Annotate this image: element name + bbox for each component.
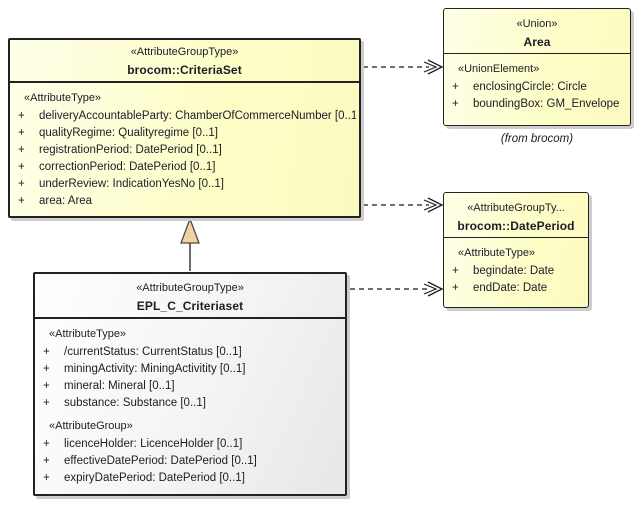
attribute-row: + endDate: Date [449,280,585,297]
visibility-plus: + [18,127,25,139]
attribute-row: + boundingBox: GM_Envelope [449,96,627,113]
attribute-text: expiryDatePeriod: DatePeriod [0..1] [64,472,245,484]
class-box-criteriaset[interactable]: «AttributeGroupType» brocom::CriteriaSet… [8,38,361,218]
visibility-plus: + [18,161,25,173]
section-label: «AttributeType» [49,328,127,340]
class-attributes-compartment: «AttributeType» + /currentStatus: Curren… [35,319,345,490]
class-name: Area [523,35,551,49]
dependency-arrow-criteriaset-area[interactable] [363,59,444,75]
attribute-row: + mineral: Mineral [0..1] [40,378,342,395]
class-stereotype: «AttributeGroupType» [130,46,239,58]
class-name: brocom::DatePeriod [457,219,575,233]
section-label: «AttributeType» [458,247,536,259]
attribute-row: + area: Area [15,193,356,210]
attribute-text: begindate: Date [473,265,555,277]
class-name: brocom::CriteriaSet [127,63,242,77]
class-attributes-compartment: «AttributeType» + begindate: Date + endD… [444,238,588,300]
attribute-text: mineral: Mineral [0..1] [64,380,175,392]
class-box-dateperiod[interactable]: «AttributeGroupTy... brocom::DatePeriod … [443,192,589,308]
visibility-plus: + [452,282,459,294]
attribute-row: + licenceHolder: LicenceHolder [0..1] [40,436,342,453]
attribute-text: substance: Substance [0..1] [64,397,206,409]
visibility-plus: + [43,472,50,484]
visibility-plus: + [18,178,25,190]
attribute-text: effectiveDatePeriod: DatePeriod [0..1] [64,455,257,467]
class-header: «AttributeGroupType» EPL_C_Criteriaset [35,274,345,319]
class-box-area[interactable]: «Union» Area «UnionElement» + enclosingC… [443,8,631,126]
visibility-plus: + [43,346,50,358]
visibility-plus: + [452,265,459,277]
visibility-plus: + [18,144,25,156]
attribute-row: + effectiveDatePeriod: DatePeriod [0..1] [40,453,342,470]
attribute-text: underReview: IndicationYesNo [0..1] [39,178,224,190]
attribute-row: + begindate: Date [449,263,585,280]
attribute-row: + expiryDatePeriod: DatePeriod [0..1] [40,470,342,487]
attribute-row: + correctionPeriod: DatePeriod [0..1] [15,159,356,176]
class-attributes-compartment: «AttributeType» + deliveryAccountablePar… [10,83,359,213]
visibility-plus: + [43,380,50,392]
attribute-row: + underReview: IndicationYesNo [0..1] [15,176,356,193]
visibility-plus: + [18,110,25,122]
attribute-text: area: Area [39,195,93,207]
class-header: «AttributeGroupTy... brocom::DatePeriod [444,193,588,238]
attribute-row: + qualityRegime: Qualityregime [0..1] [15,125,356,142]
visibility-plus: + [18,195,25,207]
class-box-epl-criteriaset[interactable]: «AttributeGroupType» EPL_C_Criteriaset «… [33,272,347,496]
attribute-text: deliveryAccountableParty: ChamberOfComme… [39,110,356,122]
section-label: «AttributeType» [24,92,102,104]
from-package-caption: (from brocom) [500,133,574,145]
visibility-plus: + [43,438,50,450]
dependency-arrow-criteriaset-dateperiod[interactable] [363,197,444,213]
attribute-row: + registrationPeriod: DatePeriod [0..1] [15,142,356,159]
visibility-plus: + [452,81,459,93]
class-stereotype: «AttributeGroupType» [136,282,244,294]
attribute-row: + miningActivity: MiningActivitity [0..1… [40,361,342,378]
dependency-arrow-epl-dateperiod[interactable] [350,281,444,297]
generalization-triangle [180,217,200,244]
generalization-arrow-epl-criteriaset[interactable] [180,217,200,271]
class-attributes-compartment: «UnionElement» + enclosingCircle: Circle… [444,54,630,116]
attribute-row: + deliveryAccountableParty: ChamberOfCom… [15,108,356,125]
visibility-plus: + [452,98,459,110]
attribute-text: qualityRegime: Qualityregime [0..1] [39,127,218,139]
attribute-row: + substance: Substance [0..1] [40,395,342,412]
class-stereotype: «AttributeGroupTy... [467,202,565,214]
attribute-row: + enclosingCircle: Circle [449,79,627,96]
class-header: «Union» Area [444,9,630,54]
class-name: EPL_C_Criteriaset [136,299,244,313]
attribute-text: /currentStatus: CurrentStatus [0..1] [64,346,242,358]
section-label: «UnionElement» [458,63,540,75]
class-header: «AttributeGroupType» brocom::CriteriaSet [10,40,359,83]
attribute-text: licenceHolder: LicenceHolder [0..1] [64,438,243,450]
attribute-text: correctionPeriod: DatePeriod [0..1] [39,161,216,173]
attribute-text: registrationPeriod: DatePeriod [0..1] [39,144,222,156]
class-stereotype: «Union» [516,18,558,30]
attribute-text: enclosingCircle: Circle [473,81,587,93]
attribute-row: + /currentStatus: CurrentStatus [0..1] [40,344,342,361]
attribute-text: miningActivity: MiningActivitity [0..1] [64,363,246,375]
visibility-plus: + [43,363,50,375]
attribute-text: boundingBox: GM_Envelope [473,98,620,110]
attribute-text: endDate: Date [473,282,548,294]
visibility-plus: + [43,397,50,409]
section-label: «AttributeGroup» [49,420,133,432]
visibility-plus: + [43,455,50,467]
